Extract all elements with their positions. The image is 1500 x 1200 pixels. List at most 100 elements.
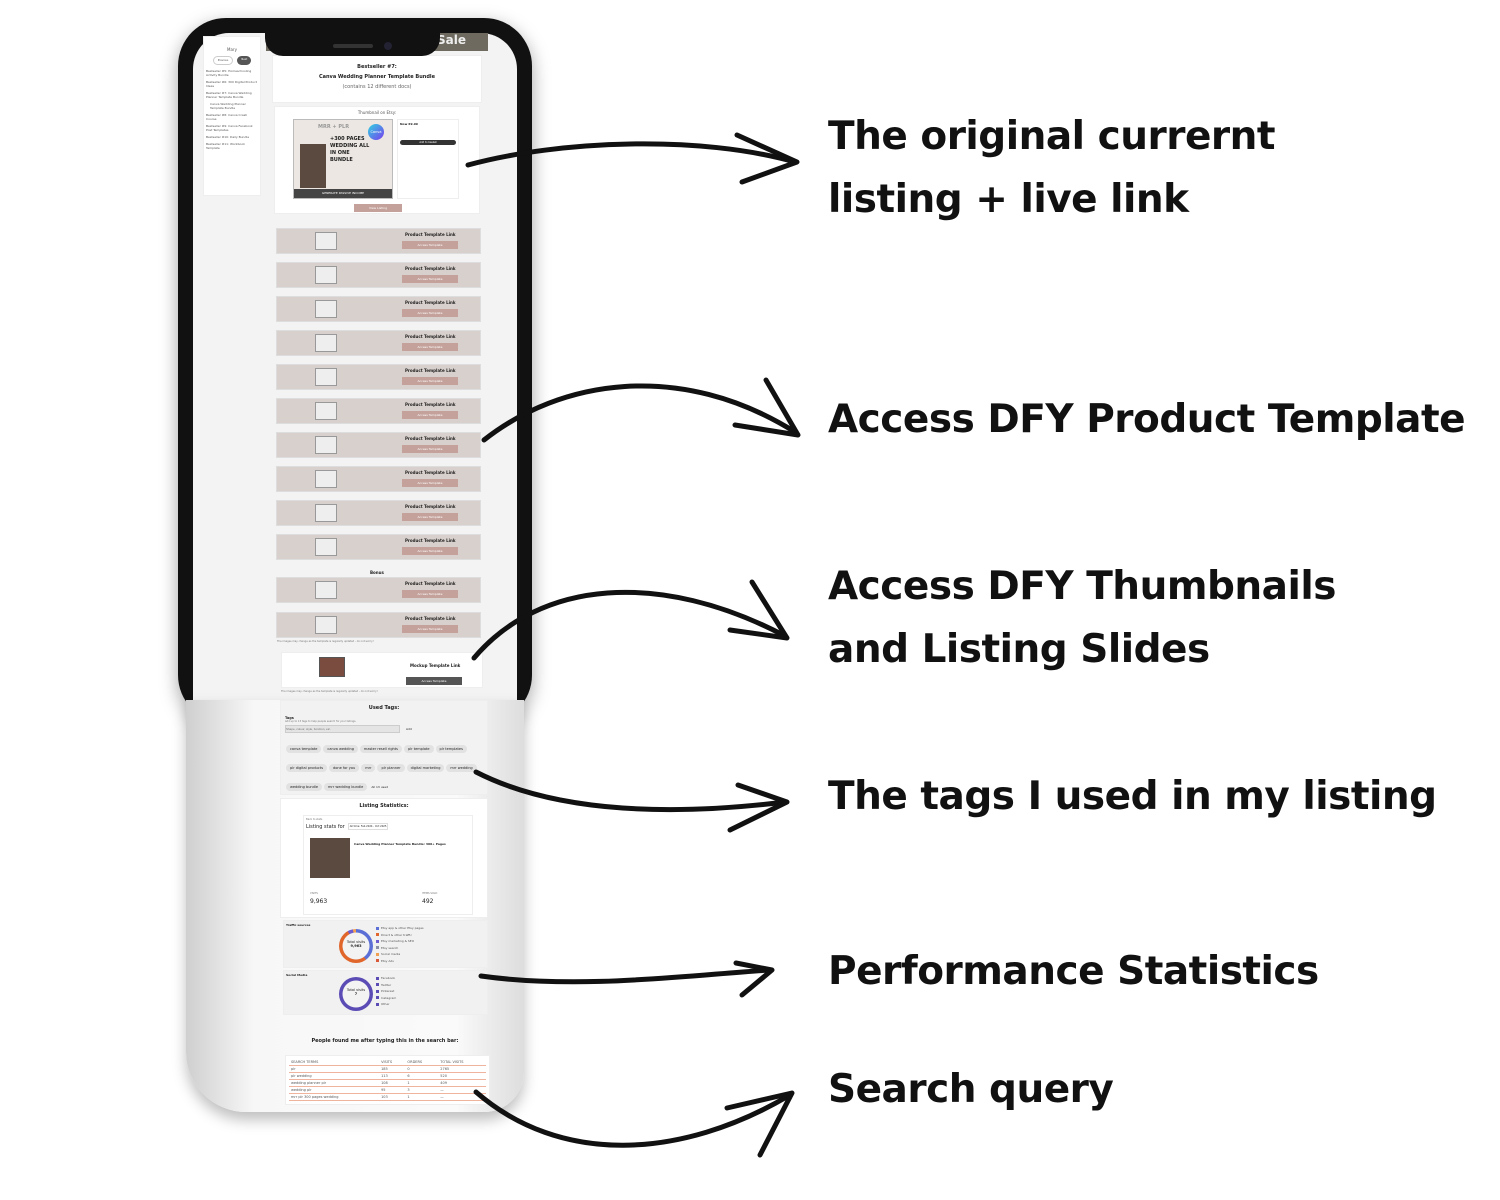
template-thumbnail xyxy=(315,436,337,454)
template-link-label: Product Template Link xyxy=(405,402,456,407)
legend-item: Instagram xyxy=(376,995,396,1002)
legend-item: Etsy search xyxy=(376,945,424,952)
legend-swatch xyxy=(376,1002,379,1006)
table-cell: mrr plr 300 pages wedding xyxy=(289,1093,380,1101)
stats-title: Listing stats for xyxy=(306,823,345,830)
template-link-label: Product Template Link xyxy=(405,581,456,586)
add-tag-button[interactable]: Add xyxy=(406,727,412,731)
legend-item: Facebook xyxy=(376,975,396,982)
arrow-icon xyxy=(473,769,790,833)
sidebar-item[interactable]: Bestseller #7: Canva Wedding Planner Tem… xyxy=(206,91,252,99)
next-button[interactable]: Next xyxy=(237,56,252,65)
back-to-stats-link[interactable]: Back to stats xyxy=(306,818,323,821)
legend-label: Direct & other traffic xyxy=(381,932,412,937)
table-cell: 1 xyxy=(405,1079,439,1087)
tag-chip[interactable]: plr digital products xyxy=(286,764,328,772)
tag-chip[interactable]: plr planner xyxy=(377,764,405,772)
arrow-icon xyxy=(481,377,801,443)
sidebar-item[interactable]: Bestseller #8: Canva Crash Course xyxy=(206,113,248,121)
donut-label: Total visits xyxy=(346,988,366,992)
table-cell: 108 xyxy=(379,1079,406,1087)
sidebar-item[interactable]: Canva Wedding Planner Template Bundle xyxy=(210,102,246,110)
table-cell: 3 xyxy=(405,1086,439,1094)
access-template-button[interactable]: Access Template xyxy=(402,275,458,283)
tag-chip[interactable]: canva template xyxy=(286,745,322,753)
table-cell: 409 xyxy=(438,1079,486,1087)
template-thumbnail xyxy=(315,470,337,488)
sidebar-item[interactable]: Bestseller #11: Workbook Template xyxy=(206,142,245,150)
sidebar-item[interactable]: Bestseller #5: Homeschooling Activity Bu… xyxy=(206,69,252,77)
access-template-button[interactable]: Access Template xyxy=(402,445,458,453)
access-template-button[interactable]: Access Template xyxy=(402,377,458,385)
annotation-performance: Performance Statistics xyxy=(828,949,1319,994)
listing-thumbnail[interactable]: MRR + PLR +300 PAGES WEDDING ALL IN ONE … xyxy=(293,119,393,199)
access-template-button[interactable]: Access Template xyxy=(402,241,458,249)
add-to-basket-button[interactable]: Add to basket xyxy=(400,140,456,145)
sidebar-item[interactable]: Bestseller #10: Daily Bundle xyxy=(206,135,250,139)
date-range-select[interactable]: All time: Feb 2024 - Oct 2025 xyxy=(347,823,389,830)
legend-label: Facebook xyxy=(381,976,396,980)
sidebar-item[interactable]: Bestseller #6: 300 Digital Product Ideas xyxy=(206,80,257,88)
legend-item: Etsy Ads xyxy=(376,958,424,965)
traffic-title: Traffic sources xyxy=(286,923,311,927)
previous-button[interactable]: Previous xyxy=(212,56,234,65)
arrow-icon xyxy=(478,960,775,998)
legend-swatch xyxy=(376,959,379,963)
listing-image xyxy=(310,838,350,878)
legend-swatch xyxy=(376,996,379,1000)
access-template-button[interactable]: Access Template xyxy=(402,309,458,317)
legend-label: Etsy app & other Etsy pages xyxy=(381,926,424,930)
access-template-button[interactable]: Access Template xyxy=(402,343,458,351)
template-link-label: Product Template Link xyxy=(405,538,456,543)
tag-chip[interactable]: digital marketing xyxy=(406,764,445,772)
tag-chip[interactable]: wedding bundle xyxy=(286,783,322,791)
legend-swatch xyxy=(376,926,379,930)
tag-chip[interactable]: mrr xyxy=(361,764,376,772)
stats-card: Listing Statistics: Back to stats Listin… xyxy=(280,798,488,918)
listing-title: Canva Wedding Planner Template Bundle: 3… xyxy=(354,842,446,846)
tag-chip[interactable]: plr template xyxy=(403,745,434,753)
tag-chip[interactable]: mrr wedding bundle xyxy=(324,783,368,791)
tag-chip[interactable]: done for you xyxy=(329,764,360,772)
access-template-button[interactable]: Access Template xyxy=(402,590,458,598)
tag-chip[interactable]: canva wedding xyxy=(323,745,358,753)
tags-input[interactable] xyxy=(285,725,400,733)
tag-chip[interactable]: mrr wedding xyxy=(446,764,477,772)
tag-count: All 13 used xyxy=(371,785,388,789)
access-template-button[interactable]: Access Template xyxy=(402,547,458,555)
table-cell: plr wedding xyxy=(289,1072,380,1080)
visits-label: VISITS xyxy=(310,892,318,895)
disclaimer: The images may change as the template is… xyxy=(277,640,374,643)
access-template-button[interactable]: Access Template xyxy=(402,479,458,487)
legend-swatch xyxy=(376,983,379,987)
access-template-button[interactable]: Access Template xyxy=(402,625,458,633)
access-mockup-button[interactable]: Access Template xyxy=(406,677,462,685)
access-template-button[interactable]: Access Template xyxy=(402,411,458,419)
sidebar-item[interactable]: Bestseller #9: Canva Facebook Post Templ… xyxy=(206,124,253,132)
sold-label: ITEMS SOLD xyxy=(422,892,438,895)
camera-icon xyxy=(384,42,392,50)
table-cell: 113 xyxy=(379,1072,406,1080)
access-template-button[interactable]: Access Template xyxy=(402,513,458,521)
tag-chip[interactable]: plr templates xyxy=(435,745,467,753)
legend-label: Instagram xyxy=(381,995,397,1000)
template-link-label: Product Template Link xyxy=(405,504,456,509)
legend-label: Social media xyxy=(381,952,401,956)
legend-label: Etsy Ads xyxy=(381,958,394,963)
view-listing-button[interactable]: View Listing xyxy=(354,204,402,212)
arrow-icon xyxy=(471,579,790,661)
template-link-label: Product Template Link xyxy=(405,616,456,621)
table-cell: 0 xyxy=(405,1065,439,1073)
tag-chip[interactable]: master resell rights xyxy=(359,745,402,753)
